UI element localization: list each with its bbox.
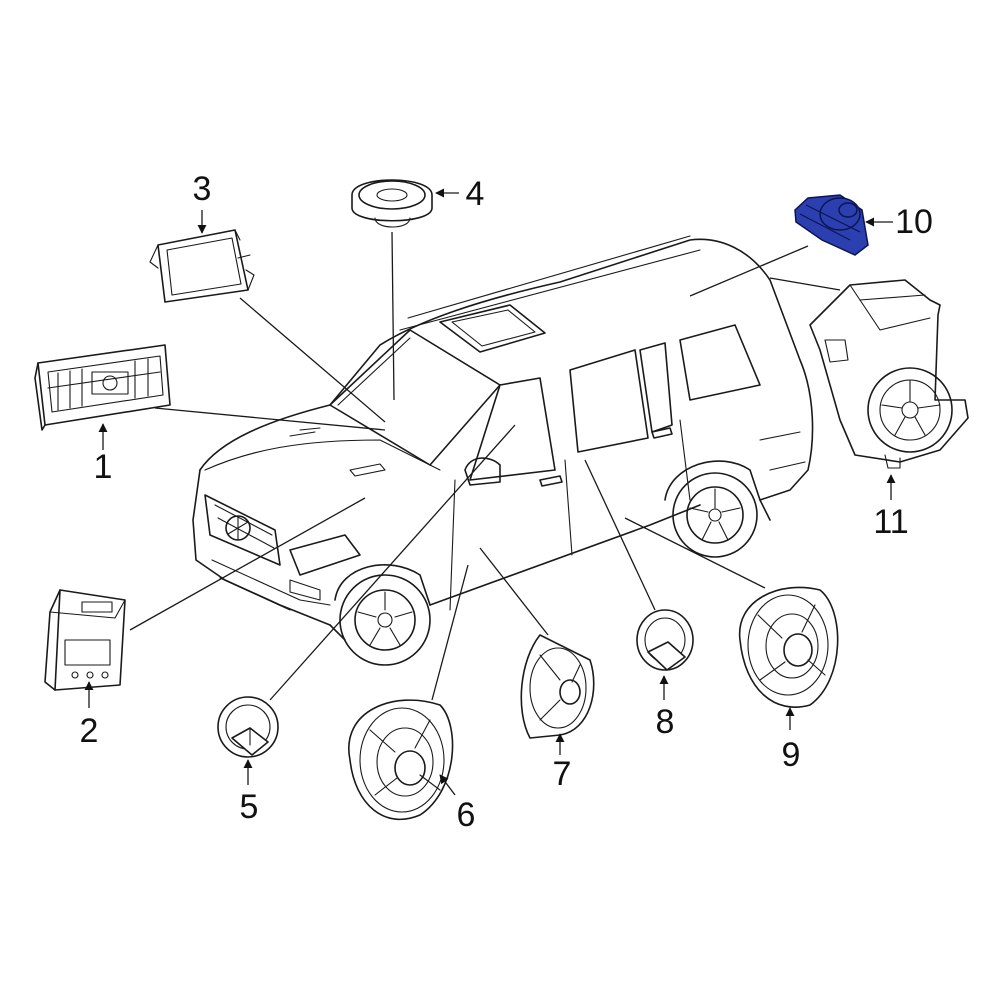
callout-6: 6 [457, 796, 476, 834]
callout-8: 8 [656, 703, 675, 741]
callout-2: 2 [80, 712, 99, 750]
leader-lines [129, 231, 841, 701]
callout-arrows [84, 188, 896, 796]
part-5-tweeter-speaker [217, 696, 279, 758]
callout-9: 9 [782, 736, 801, 774]
part-3-display-screen [149, 229, 255, 303]
suv-vehicle-outline [192, 235, 814, 666]
callout-4: 4 [466, 175, 485, 213]
callout-11: 11 [873, 503, 908, 541]
part-10-speaker-bracket-highlighted [794, 194, 869, 256]
callout-10: 10 [895, 203, 933, 241]
callout-labels: 1 2 3 4 5 6 7 8 9 10 11 [80, 170, 933, 834]
part-9-rear-door-speaker [738, 586, 839, 708]
part-6-front-door-speaker [348, 699, 454, 821]
callout-3: 3 [193, 170, 212, 208]
part-4-dash-tweeter [351, 179, 433, 228]
callout-1: 1 [94, 448, 113, 486]
part-11-subwoofer-enclosure [809, 279, 969, 469]
part-8-rear-tweeter [636, 609, 694, 671]
callout-5: 5 [240, 788, 259, 826]
part-2-amplifier-module [44, 589, 126, 691]
callout-7: 7 [553, 755, 572, 793]
part-1-control-panel [34, 344, 171, 431]
part-7-midrange-speaker [520, 634, 595, 739]
